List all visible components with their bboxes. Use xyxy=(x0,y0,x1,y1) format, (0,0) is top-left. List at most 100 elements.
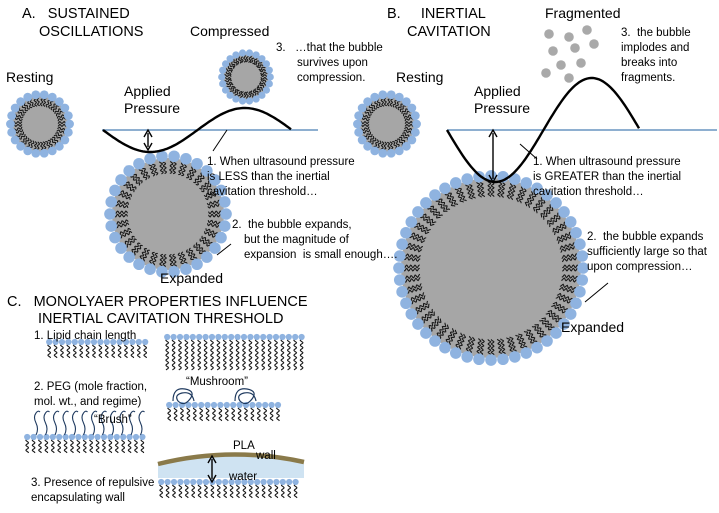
fragment-dot xyxy=(556,60,566,70)
panel-c-long-chain-strip xyxy=(164,333,305,371)
panel-c-gap-arrow xyxy=(207,454,217,484)
panel-a-applied-label: Applied xyxy=(124,83,171,99)
panel-a-compressed-label: Compressed xyxy=(190,23,270,39)
fragment-dot xyxy=(564,32,574,42)
peg-brush-icon xyxy=(43,410,50,436)
panel-c-water-region xyxy=(158,454,304,478)
panel-a-resting-bubble-core xyxy=(12,96,68,152)
panel-b-note2-line1: 2. the bubble expands xyxy=(587,231,704,243)
panel-a-note2-line3: expansion is small enough…. xyxy=(244,249,398,261)
panel-b-note2-line2: sufficiently large so that xyxy=(587,246,707,258)
panel-a-note1-line3: cavitation threshold… xyxy=(207,186,318,198)
panel-c-wall-strip xyxy=(158,478,299,499)
peg-brush-icon xyxy=(138,410,145,436)
peg-brush-icon xyxy=(119,410,126,436)
panel-a-compressed-bubble xyxy=(218,49,274,105)
panel-b-amplitude-arrow xyxy=(488,128,498,184)
panel-b-expanded-bubble xyxy=(393,170,589,366)
panel-b-applied-label: Applied xyxy=(474,83,521,99)
panel-b-fragments xyxy=(541,25,599,83)
panel-b-note1-line3: cavitation threshold… xyxy=(533,186,644,198)
panel-a-title-line2: OSCILLATIONS xyxy=(39,24,144,40)
panel-c-peg-mushrooms xyxy=(172,388,257,405)
panel-b-note3-line1: 3. the bubble xyxy=(621,27,691,39)
panel-b-resting-bubble xyxy=(353,90,421,158)
panel-c-item1: 1. Lipid chain length xyxy=(34,330,137,342)
fragment-dot xyxy=(541,68,551,78)
panel-b-expanded-label: Expanded xyxy=(561,319,625,335)
peg-mushroom-icon xyxy=(234,388,257,405)
peg-brush-icon xyxy=(128,410,136,436)
panel-c-peg-brushes xyxy=(33,410,145,436)
panel-b-note1-line1: 1. When ultrasound pressure xyxy=(533,156,681,168)
panel-a-amplitude-arrow xyxy=(143,128,153,152)
panel-a-note3-line2: survives upon xyxy=(297,57,368,69)
panel-b-pressure-wave xyxy=(445,76,641,184)
peg-brush-icon xyxy=(62,410,69,436)
fragment-dot xyxy=(576,58,586,68)
peg-brush-icon xyxy=(81,410,88,436)
panel-c-mushroom-label: “Mushroom” xyxy=(186,376,248,388)
fragment-dot xyxy=(589,39,599,49)
panel-a-resting-label: Resting xyxy=(6,69,54,85)
panel-c-water-label: water xyxy=(229,471,258,483)
fragment-dot xyxy=(570,43,580,53)
panel-b-fragmented-label: Fragmented xyxy=(545,5,621,21)
panel-b-resting-label: Resting xyxy=(396,69,444,85)
panel-b-leader-note2 xyxy=(584,282,609,303)
panel-b-title-line2: CAVITATION xyxy=(407,24,491,40)
panel-b-resting-bubble-headgroups xyxy=(353,90,421,158)
panel-c-item3-line1: 3. Presence of repulsive xyxy=(31,477,155,489)
panel-a-note1-line1: 1. When ultrasound pressure xyxy=(207,156,355,168)
panel-b-expanded-bubble-core xyxy=(401,178,581,358)
panel-c-brush-strip xyxy=(24,433,146,454)
panel-b-resting-bubble-core xyxy=(359,96,415,152)
panel-c-pla-label: PLA xyxy=(233,440,255,452)
panel-a-note1-line2: is LESS than the inertial xyxy=(207,171,330,183)
panel-a-expanded-bubble-headgroups xyxy=(104,150,232,278)
panel-a-pressure-label: Pressure xyxy=(124,100,181,116)
panel-c-item2-line1: 2. PEG (mole fraction, xyxy=(34,381,148,393)
panel-c-title-line1: C. MONOLYAER PROPERTIES INFLUENCE xyxy=(7,294,308,310)
peg-brush-icon xyxy=(33,410,41,436)
panel-a-note2-line1: 2. the bubble expands, xyxy=(232,219,352,231)
panel-a-expanded-label: Expanded xyxy=(160,270,224,286)
panel-b-note2-line3: upon compression… xyxy=(587,261,693,273)
panel-a-note2-line2: but the magnitude of xyxy=(244,234,349,246)
panel-c-item2-line2: mol. wt., and regime) xyxy=(34,396,142,408)
panel-c-pla-wall xyxy=(157,452,305,467)
peg-brush-icon xyxy=(52,410,60,436)
fragment-dot xyxy=(582,25,592,35)
panel-b-note3-line2: implodes and xyxy=(621,42,690,54)
fragment-dot xyxy=(548,46,558,56)
panel-b-leader-note1 xyxy=(519,143,538,160)
panel-a-note3-line1: 3. …that the bubble xyxy=(276,42,383,54)
panel-a-compressed-bubble-headgroups xyxy=(218,49,274,105)
panel-b-title-line1: B. INERTIAL xyxy=(387,6,486,22)
panel-a-resting-bubble xyxy=(6,90,74,158)
panel-a-leader-note2 xyxy=(216,243,232,256)
peg-mushroom-icon xyxy=(172,388,195,405)
panel-b-expanded-bubble-headgroups xyxy=(393,170,589,366)
panel-c-brush-label: “Brush” xyxy=(94,414,132,426)
panel-a-leader-note1 xyxy=(212,129,228,152)
peg-brush-icon xyxy=(90,410,98,436)
panel-a-expanded-bubble-core xyxy=(112,158,224,270)
panel-b-note1-line2: is GREATER than the inertial xyxy=(533,171,682,183)
panel-c-wall-label: wall xyxy=(256,450,276,462)
fragment-dot xyxy=(564,73,574,83)
panel-a-expanded-bubble xyxy=(104,150,232,278)
panel-c-mushroom-strip xyxy=(166,401,282,422)
panel-b-note3-line3: breaks into xyxy=(621,57,678,69)
panel-a-note3-line3: compression. xyxy=(297,72,366,84)
panel-a-resting-bubble-headgroups xyxy=(6,90,74,158)
panel-a-title-line1: A. SUSTAINED xyxy=(22,6,130,22)
panel-b-expanded-bubble-lipid-tails xyxy=(398,175,584,361)
panel-c-short-chain-strip xyxy=(46,338,149,359)
panel-b-pressure-label: Pressure xyxy=(474,100,531,116)
panel-b-note3-line4: fragments. xyxy=(621,72,676,84)
peg-brush-icon xyxy=(109,410,117,436)
peg-brush-icon xyxy=(100,410,107,436)
panel-c-title-line2: INERTIAL CAVITATION THRESHOLD xyxy=(38,311,284,327)
